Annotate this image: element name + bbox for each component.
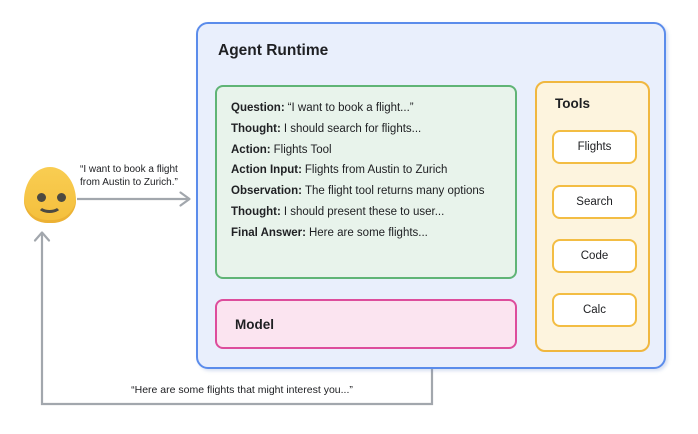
line-label: Action: [231, 143, 271, 156]
scratchpad-line-question: Question:“I want to book a flight...” [231, 98, 501, 119]
tool-button-code: Code [552, 239, 637, 273]
tool-button-search: Search [552, 185, 637, 219]
emoji-smile [37, 197, 62, 213]
user-request-line-1: “I want to book a flight [80, 164, 178, 175]
line-label: Thought: [231, 122, 281, 135]
agent-response-label: “Here are some flights that might intere… [131, 384, 353, 396]
model-label: Model [235, 316, 274, 332]
scratchpad-line-thought-1: Thought:I should search for flights... [231, 119, 501, 140]
scratchpad-line-action: Action:Flights Tool [231, 140, 501, 161]
tools-title: Tools [555, 96, 590, 111]
scratchpad-panel: Question:“I want to book a flight...” Th… [215, 85, 517, 279]
user-request-label: “I want to book a flight from Austin to … [80, 163, 202, 189]
scratchpad-line-observation: Observation:The flight tool returns many… [231, 181, 501, 202]
line-text: Flights Tool [273, 143, 332, 156]
line-text: “I want to book a flight...” [287, 102, 414, 114]
tool-button-calc: Calc [552, 293, 637, 327]
line-text: I should present these to user... [283, 205, 445, 218]
agent-to-user-return-line [40, 233, 434, 406]
return-arrowhead-icon [33, 231, 51, 242]
emoji-right-eye [57, 193, 66, 202]
line-label: Question: [231, 102, 285, 114]
scratchpad-line-thought-2: Thought:I should present these to user..… [231, 202, 501, 223]
agent-runtime-title: Agent Runtime [218, 42, 329, 59]
line-label: Final Answer: [231, 226, 306, 239]
line-text: Flights from Austin to Zurich [304, 164, 448, 177]
user-to-agent-arrowhead-icon [179, 191, 191, 207]
line-label: Thought: [231, 205, 281, 218]
line-label: Observation: [231, 185, 302, 198]
scratchpad-line-final-answer: Final Answer:Here are some flights... [231, 223, 501, 244]
user-request-line-2: from Austin to Zurich.” [80, 177, 178, 188]
line-text: The flight tool returns many options [304, 185, 485, 198]
line-label: Action Input: [231, 164, 302, 177]
tools-panel: Tools Flights Search Code Calc [535, 81, 650, 352]
user-smiley-emoji [24, 167, 76, 223]
scratchpad-line-action-input: Action Input:Flights from Austin to Zuri… [231, 160, 501, 181]
tool-button-flights: Flights [552, 130, 637, 164]
agent-runtime-panel: Agent Runtime Question:“I want to book a… [196, 22, 666, 369]
line-text: I should search for flights... [283, 122, 422, 135]
model-panel: Model [215, 299, 517, 349]
line-text: Here are some flights... [308, 226, 428, 239]
